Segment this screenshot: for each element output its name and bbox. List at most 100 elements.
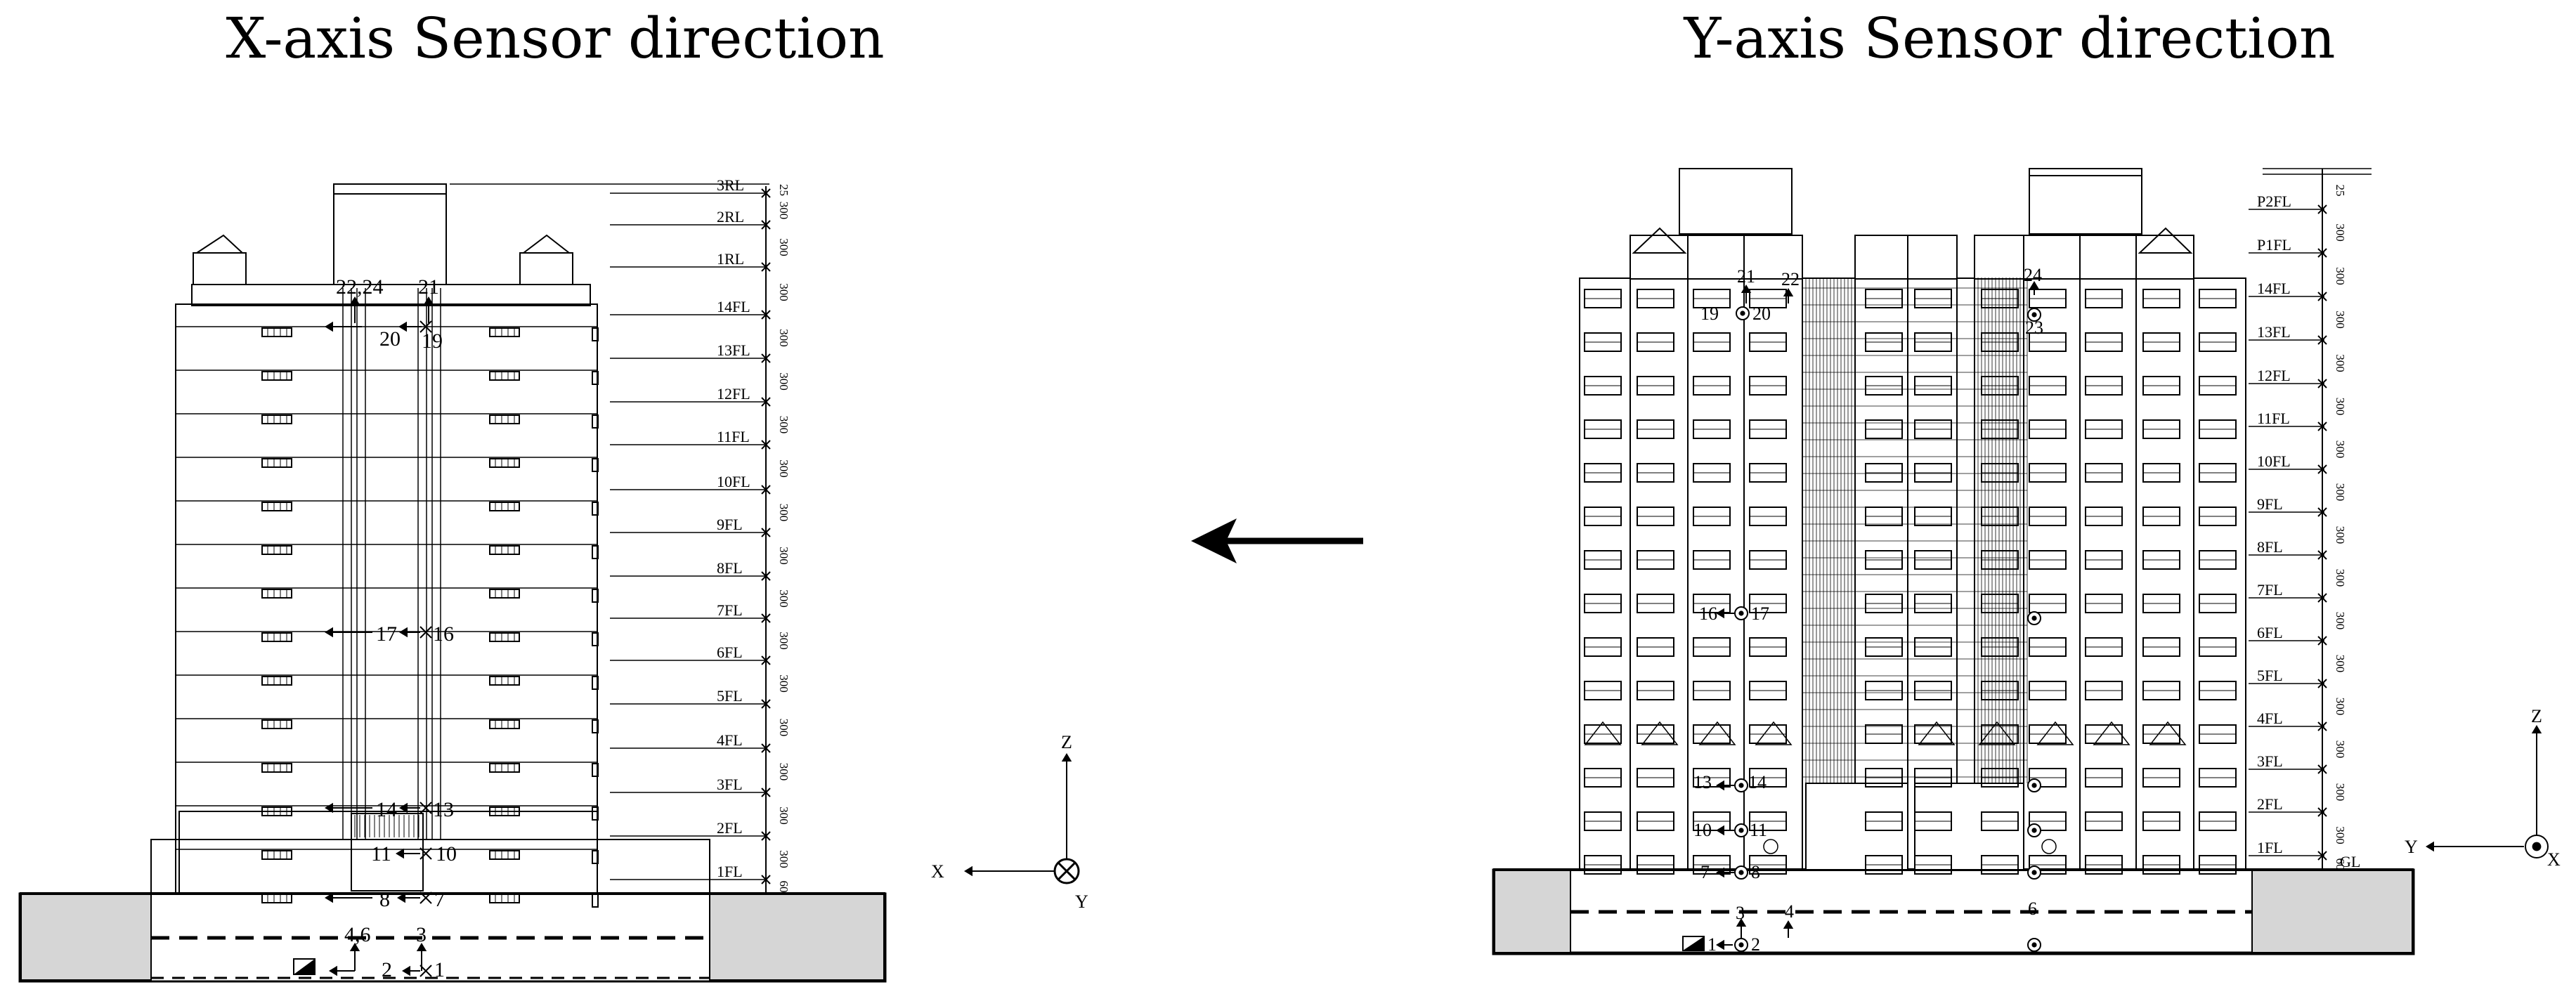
window-right bbox=[2029, 637, 2067, 657]
sensor-label-11: 11 bbox=[371, 842, 391, 865]
arrow-head bbox=[325, 892, 333, 903]
floor-label: 14FL bbox=[2257, 280, 2291, 297]
window-right bbox=[2085, 376, 2123, 396]
arrow-head bbox=[349, 943, 360, 951]
floor-label: 13FL bbox=[717, 341, 750, 359]
dimension-label: 300 bbox=[777, 806, 791, 825]
arrow-head bbox=[349, 296, 360, 305]
window-right bbox=[2029, 289, 2067, 308]
window bbox=[261, 894, 292, 903]
triangle-ornament bbox=[1641, 721, 1679, 745]
floor-label: 2FL bbox=[2257, 795, 2283, 813]
window-right bbox=[1865, 507, 1903, 526]
sensor-label-2: 2 bbox=[1751, 934, 1760, 955]
sensor-x-mark bbox=[761, 440, 771, 450]
roof-pavilion-left bbox=[193, 252, 247, 285]
window bbox=[489, 632, 520, 642]
sensor-open-circle bbox=[1763, 839, 1778, 854]
arrow-head bbox=[964, 865, 972, 877]
window-right bbox=[1865, 811, 1903, 831]
sensor-x-mark bbox=[2317, 422, 2327, 431]
window bbox=[489, 719, 520, 729]
data-logger-icon-fill bbox=[294, 959, 315, 974]
sensor-x-mark bbox=[761, 613, 771, 623]
floor-label: 3RL bbox=[717, 176, 744, 194]
penthouse bbox=[333, 183, 447, 285]
arrow-head bbox=[423, 296, 434, 305]
sensor-x-mark bbox=[2317, 204, 2327, 214]
window-right bbox=[2199, 550, 2237, 570]
window-right bbox=[2142, 463, 2180, 483]
window-right bbox=[2085, 855, 2123, 875]
window-right bbox=[1865, 637, 1903, 657]
arrow-head bbox=[1061, 753, 1072, 762]
arrow-head bbox=[1716, 939, 1724, 951]
roof-cap bbox=[2135, 235, 2194, 280]
roof-cap bbox=[1743, 235, 1803, 280]
dimension-label: 300 bbox=[777, 459, 791, 478]
arrow-head bbox=[2029, 281, 2040, 289]
dimension-label: 300 bbox=[2334, 740, 2347, 759]
window-right bbox=[1584, 811, 1622, 831]
sensor-dot-mark bbox=[2525, 835, 2549, 858]
window-right bbox=[1693, 594, 1731, 613]
dimension-label: 300 bbox=[2334, 267, 2347, 285]
floor-label: 4FL bbox=[2257, 710, 2283, 727]
window bbox=[489, 894, 520, 903]
sensor-label-3: 3 bbox=[416, 923, 427, 946]
window bbox=[261, 371, 292, 381]
window-right bbox=[1914, 463, 1952, 483]
lobby-left bbox=[1805, 783, 1908, 870]
sensor-x-mark bbox=[419, 847, 432, 860]
window-right bbox=[1749, 681, 1787, 700]
window-right bbox=[1749, 768, 1787, 788]
sensor-label-14: 14 bbox=[376, 798, 397, 821]
sensor-dot-mark bbox=[2027, 308, 2041, 322]
sensor-label-10: 10 bbox=[436, 842, 457, 865]
penthouse-left bbox=[1679, 168, 1793, 235]
arrow-head bbox=[1736, 918, 1747, 927]
window bbox=[489, 589, 520, 599]
dimension-label: 300 bbox=[777, 674, 791, 693]
window-right bbox=[1749, 507, 1787, 526]
sensor-label-17: 17 bbox=[1751, 603, 1769, 624]
sensor-x-mark bbox=[2317, 764, 2327, 774]
window-right bbox=[1584, 332, 1622, 352]
floor-label: 11FL bbox=[717, 428, 750, 445]
dimension-label: 300 bbox=[2334, 655, 2347, 673]
dimension-label: 300 bbox=[777, 283, 791, 301]
arrow-head bbox=[329, 965, 337, 976]
window-right bbox=[2085, 594, 2123, 613]
sensor-x-mark bbox=[2317, 593, 2327, 603]
triangle-ornament bbox=[1978, 721, 2016, 745]
roof-cap bbox=[1629, 235, 1689, 280]
sensor-label-21: 21 bbox=[1737, 266, 1755, 287]
pediment bbox=[1632, 227, 1687, 254]
window-right bbox=[1749, 332, 1787, 352]
window-right bbox=[1749, 594, 1787, 613]
window-right bbox=[1637, 768, 1674, 788]
window-right bbox=[1981, 594, 2019, 613]
window-right bbox=[1865, 463, 1903, 483]
window-right bbox=[1749, 289, 1787, 308]
window-right bbox=[1914, 550, 1952, 570]
floor-label: 3FL bbox=[2257, 752, 2283, 770]
floor-label: 12FL bbox=[717, 385, 750, 403]
window-right bbox=[2142, 507, 2180, 526]
window-right bbox=[2142, 768, 2180, 788]
dimension-label: 300 bbox=[2334, 483, 2347, 502]
side-window bbox=[592, 676, 599, 690]
sensor-x-mark bbox=[761, 699, 771, 709]
sensor-label-13: 13 bbox=[1693, 772, 1712, 792]
window-right bbox=[1637, 811, 1674, 831]
window-right bbox=[1914, 637, 1952, 657]
roof-pavilion-right bbox=[519, 252, 573, 285]
roof-cap bbox=[1854, 235, 1908, 280]
window-right bbox=[1584, 419, 1622, 439]
window-right bbox=[1584, 594, 1622, 613]
roof-pavilion-left-cap bbox=[194, 234, 245, 254]
window-right bbox=[1749, 376, 1787, 396]
window-right bbox=[2029, 332, 2067, 352]
window bbox=[489, 502, 520, 511]
floor-label: 7FL bbox=[717, 601, 743, 619]
